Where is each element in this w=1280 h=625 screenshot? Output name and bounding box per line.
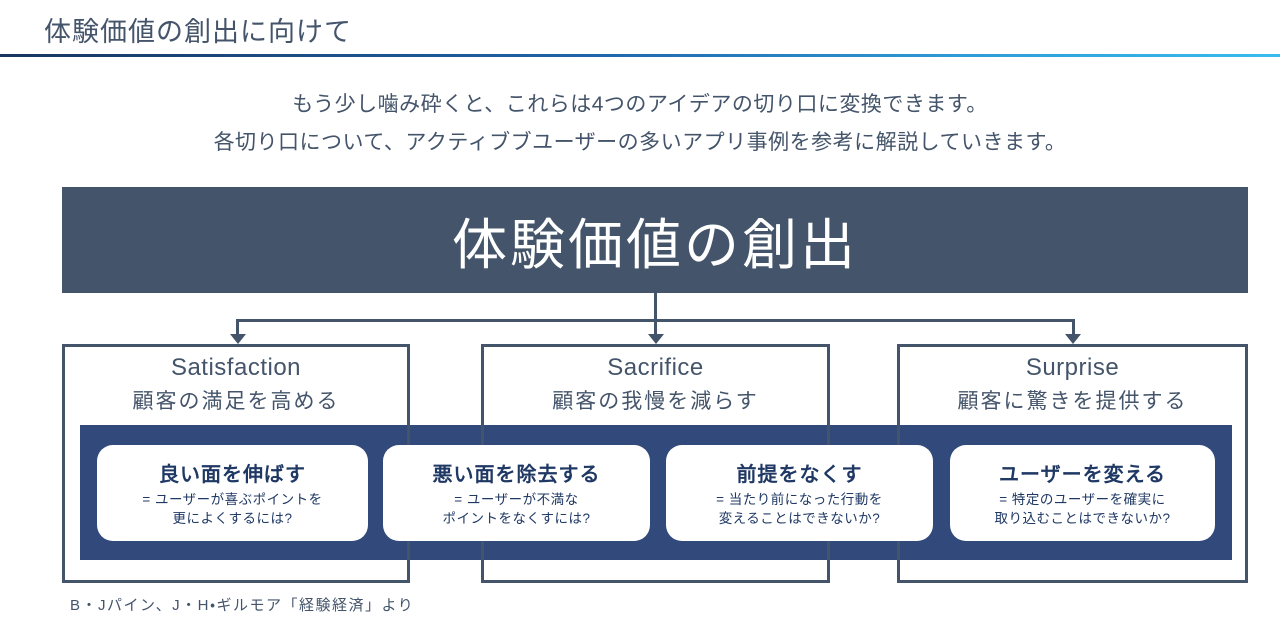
- category-title-ja: 顧客の満足を高める: [132, 390, 340, 413]
- idea-card-detail: = ユーザーが不満な ポイントをなくすには?: [442, 491, 591, 526]
- intro-line-1: もう少し噛み砕くと、これらは4つのアイデアの切り口に変換できます。: [292, 93, 988, 116]
- banner-label: 体験価値の創出: [451, 214, 858, 276]
- idea-card-remove-premise: 前提をなくす = 当たり前になった行動を 変えることはできないか?: [666, 445, 933, 541]
- intro-line-2: 各切り口について、アクティブブユーザーの多いアプリ事例を参考に解説していきます。: [213, 131, 1067, 154]
- connector-left-vertical: [236, 319, 239, 338]
- connector-right-vertical: [1072, 319, 1075, 338]
- arrow-down-icon: [229, 334, 246, 344]
- arrow-down-icon: [647, 334, 664, 344]
- idea-card-title: 良い面を伸ばす: [159, 463, 306, 486]
- connector-center-vertical: [654, 293, 657, 338]
- idea-card-title: 悪い面を除去する: [432, 463, 601, 486]
- category-title-ja: 顧客の我慢を減らす: [552, 390, 759, 413]
- citation-text: B・Jパイン、J・H・ギルモア「経験経済」より: [70, 597, 415, 614]
- page-title: 体験価値の創出に向けて: [44, 17, 352, 47]
- idea-card-detail: = 特定のユーザーを確実に 取り込むことはできないか?: [994, 491, 1171, 526]
- idea-card-remove-bad: 悪い面を除去する = ユーザーが不満な ポイントをなくすには?: [383, 445, 650, 541]
- idea-card-title: 前提をなくす: [736, 463, 863, 486]
- value-creation-banner: 体験価値の創出: [62, 187, 1248, 293]
- intro-text: もう少し噛み砕くと、これらは4つのアイデアの切り口に変換できます。 各切り口につ…: [0, 86, 1280, 162]
- category-title-ja: 顧客に驚きを提供する: [957, 390, 1188, 413]
- connector-horizontal: [236, 319, 1075, 322]
- idea-card-detail: = 当たり前になった行動を 変えることはできないか?: [716, 491, 883, 526]
- title-accent-rule: [0, 54, 1280, 57]
- idea-card-extend-good: 良い面を伸ばす = ユーザーが喜ぶポイントを 更によくするには?: [97, 445, 368, 541]
- idea-card-detail: = ユーザーが喜ぶポイントを 更によくするには?: [142, 491, 323, 526]
- idea-card-change-user: ユーザーを変える = 特定のユーザーを確実に 取り込むことはできないか?: [950, 445, 1215, 541]
- arrow-down-icon: [1064, 334, 1081, 344]
- category-title-en: Sacrifice: [607, 354, 704, 381]
- category-title-en: Surprise: [1025, 354, 1120, 381]
- category-title-en: Satisfaction: [170, 354, 302, 381]
- idea-card-title: ユーザーを変える: [999, 463, 1166, 486]
